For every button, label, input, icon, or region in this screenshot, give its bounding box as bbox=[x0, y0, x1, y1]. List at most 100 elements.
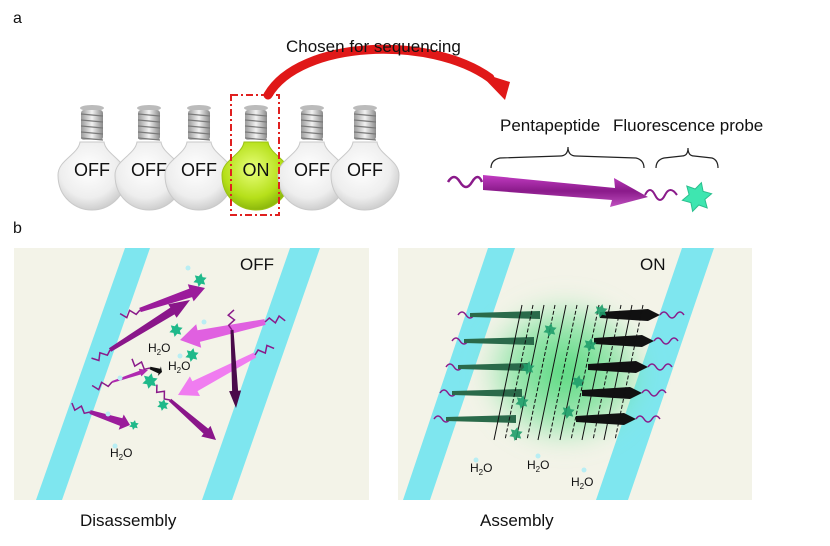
bulb-thread bbox=[187, 137, 211, 141]
fibril-line bbox=[493, 304, 523, 441]
bulb-state-label: OFF bbox=[131, 160, 167, 180]
pentapeptide-label: Pentapeptide bbox=[500, 116, 600, 135]
peptide-strand bbox=[576, 413, 636, 425]
peptide-linker bbox=[71, 402, 91, 415]
bulb-state-label: ON bbox=[243, 160, 270, 180]
peptide-arrow bbox=[229, 329, 242, 408]
bulb-thread bbox=[80, 119, 104, 123]
bulb-thread bbox=[353, 131, 377, 135]
probe-label: Fluorescence probe bbox=[613, 116, 763, 135]
disassembly-panel: OFF H2O H2O H2O bbox=[14, 248, 369, 500]
on-state-label: ON bbox=[640, 255, 666, 274]
bulb-state-label: OFF bbox=[347, 160, 383, 180]
bulb-cap bbox=[353, 105, 377, 111]
bulb-thread bbox=[244, 125, 268, 129]
bulb-thread bbox=[137, 131, 161, 135]
off-state-label: OFF bbox=[240, 255, 274, 274]
fluorescence-probe-star bbox=[681, 181, 713, 213]
bulb-thread bbox=[353, 137, 377, 141]
bulb-cap bbox=[80, 105, 104, 111]
pentapeptide-brace bbox=[490, 146, 645, 169]
bulb-thread bbox=[80, 125, 104, 129]
probe-star bbox=[543, 323, 557, 337]
bulb-thread bbox=[300, 131, 324, 135]
peptide-linker bbox=[155, 384, 171, 401]
fibril-line bbox=[504, 304, 534, 441]
probe-star bbox=[681, 181, 713, 213]
peptide-strand bbox=[582, 387, 642, 399]
bulb-thread bbox=[80, 131, 104, 135]
panel-b-label: b bbox=[13, 220, 22, 237]
water-droplet bbox=[117, 375, 123, 381]
probe-star bbox=[583, 338, 597, 352]
water-droplet bbox=[105, 411, 111, 417]
bulb-state-label: OFF bbox=[74, 160, 110, 180]
membrane-right-2 bbox=[596, 248, 714, 500]
bulb-glass bbox=[221, 141, 291, 211]
peptide-strand bbox=[464, 337, 534, 345]
peptide-linker bbox=[641, 389, 667, 397]
panel-a-label: a bbox=[13, 10, 22, 27]
bulb-thread bbox=[187, 125, 211, 129]
scattered-probes bbox=[129, 273, 207, 430]
selection-box bbox=[230, 94, 280, 216]
membrane-left-1 bbox=[36, 248, 150, 500]
water-label: H2O bbox=[148, 341, 170, 357]
peptide-linker bbox=[227, 309, 236, 331]
peptide-strand bbox=[594, 335, 654, 347]
assembly-caption: Assembly bbox=[480, 511, 554, 530]
peptide-arrow bbox=[139, 284, 205, 313]
peptide-linker bbox=[653, 337, 679, 345]
peptide-linker bbox=[131, 358, 151, 371]
bulb-thread bbox=[300, 125, 324, 129]
bulb-glass bbox=[330, 141, 400, 211]
fibril-line bbox=[581, 304, 611, 441]
probe-star bbox=[571, 375, 585, 389]
water-label: H2O bbox=[571, 475, 593, 491]
bulb-thread bbox=[187, 131, 211, 135]
bulb-thread bbox=[244, 113, 268, 117]
bulb-thread bbox=[244, 137, 268, 141]
bulb-thread bbox=[137, 137, 161, 141]
bulb-off: OFF bbox=[164, 105, 234, 211]
probe-star bbox=[157, 399, 169, 411]
peptide-strand bbox=[588, 361, 648, 373]
probe-star bbox=[561, 405, 575, 419]
peptide-arrow bbox=[168, 398, 216, 440]
selection-arrow-head bbox=[478, 72, 510, 100]
bulb-on: ON bbox=[221, 105, 291, 211]
water-droplet bbox=[535, 453, 541, 459]
peptide-linker bbox=[635, 415, 661, 423]
water-droplets bbox=[473, 453, 587, 473]
peptide-arrow bbox=[108, 300, 190, 352]
water-droplet bbox=[473, 457, 479, 463]
bulb-thread bbox=[353, 113, 377, 117]
peptide-arrow bbox=[89, 410, 130, 430]
peptide-strand bbox=[470, 311, 540, 319]
peptide-linker bbox=[119, 309, 141, 319]
water-droplet bbox=[112, 443, 118, 449]
disassembly-caption: Disassembly bbox=[80, 511, 177, 530]
bulb-thread bbox=[187, 113, 211, 117]
water-droplet bbox=[177, 353, 183, 359]
probe-star bbox=[193, 273, 207, 287]
probe-star bbox=[509, 427, 523, 441]
bulb-thread bbox=[300, 119, 324, 123]
probe-star bbox=[169, 323, 183, 337]
pentapeptide-arrow bbox=[483, 175, 648, 207]
peptide-linker bbox=[254, 344, 275, 356]
bulb-glass bbox=[164, 141, 234, 211]
fibril-line bbox=[614, 304, 644, 441]
bulb-state-label: OFF bbox=[181, 160, 217, 180]
bulb-thread bbox=[353, 119, 377, 123]
arrow-label: Chosen for sequencing bbox=[286, 37, 461, 56]
fibril-line bbox=[548, 304, 578, 441]
peptide-linker bbox=[264, 314, 286, 325]
bulb-thread bbox=[137, 125, 161, 129]
peptide-linker bbox=[91, 349, 111, 362]
bulb-off: OFF bbox=[114, 105, 184, 211]
fibril-line bbox=[526, 304, 556, 441]
peptide-linker bbox=[451, 337, 469, 345]
